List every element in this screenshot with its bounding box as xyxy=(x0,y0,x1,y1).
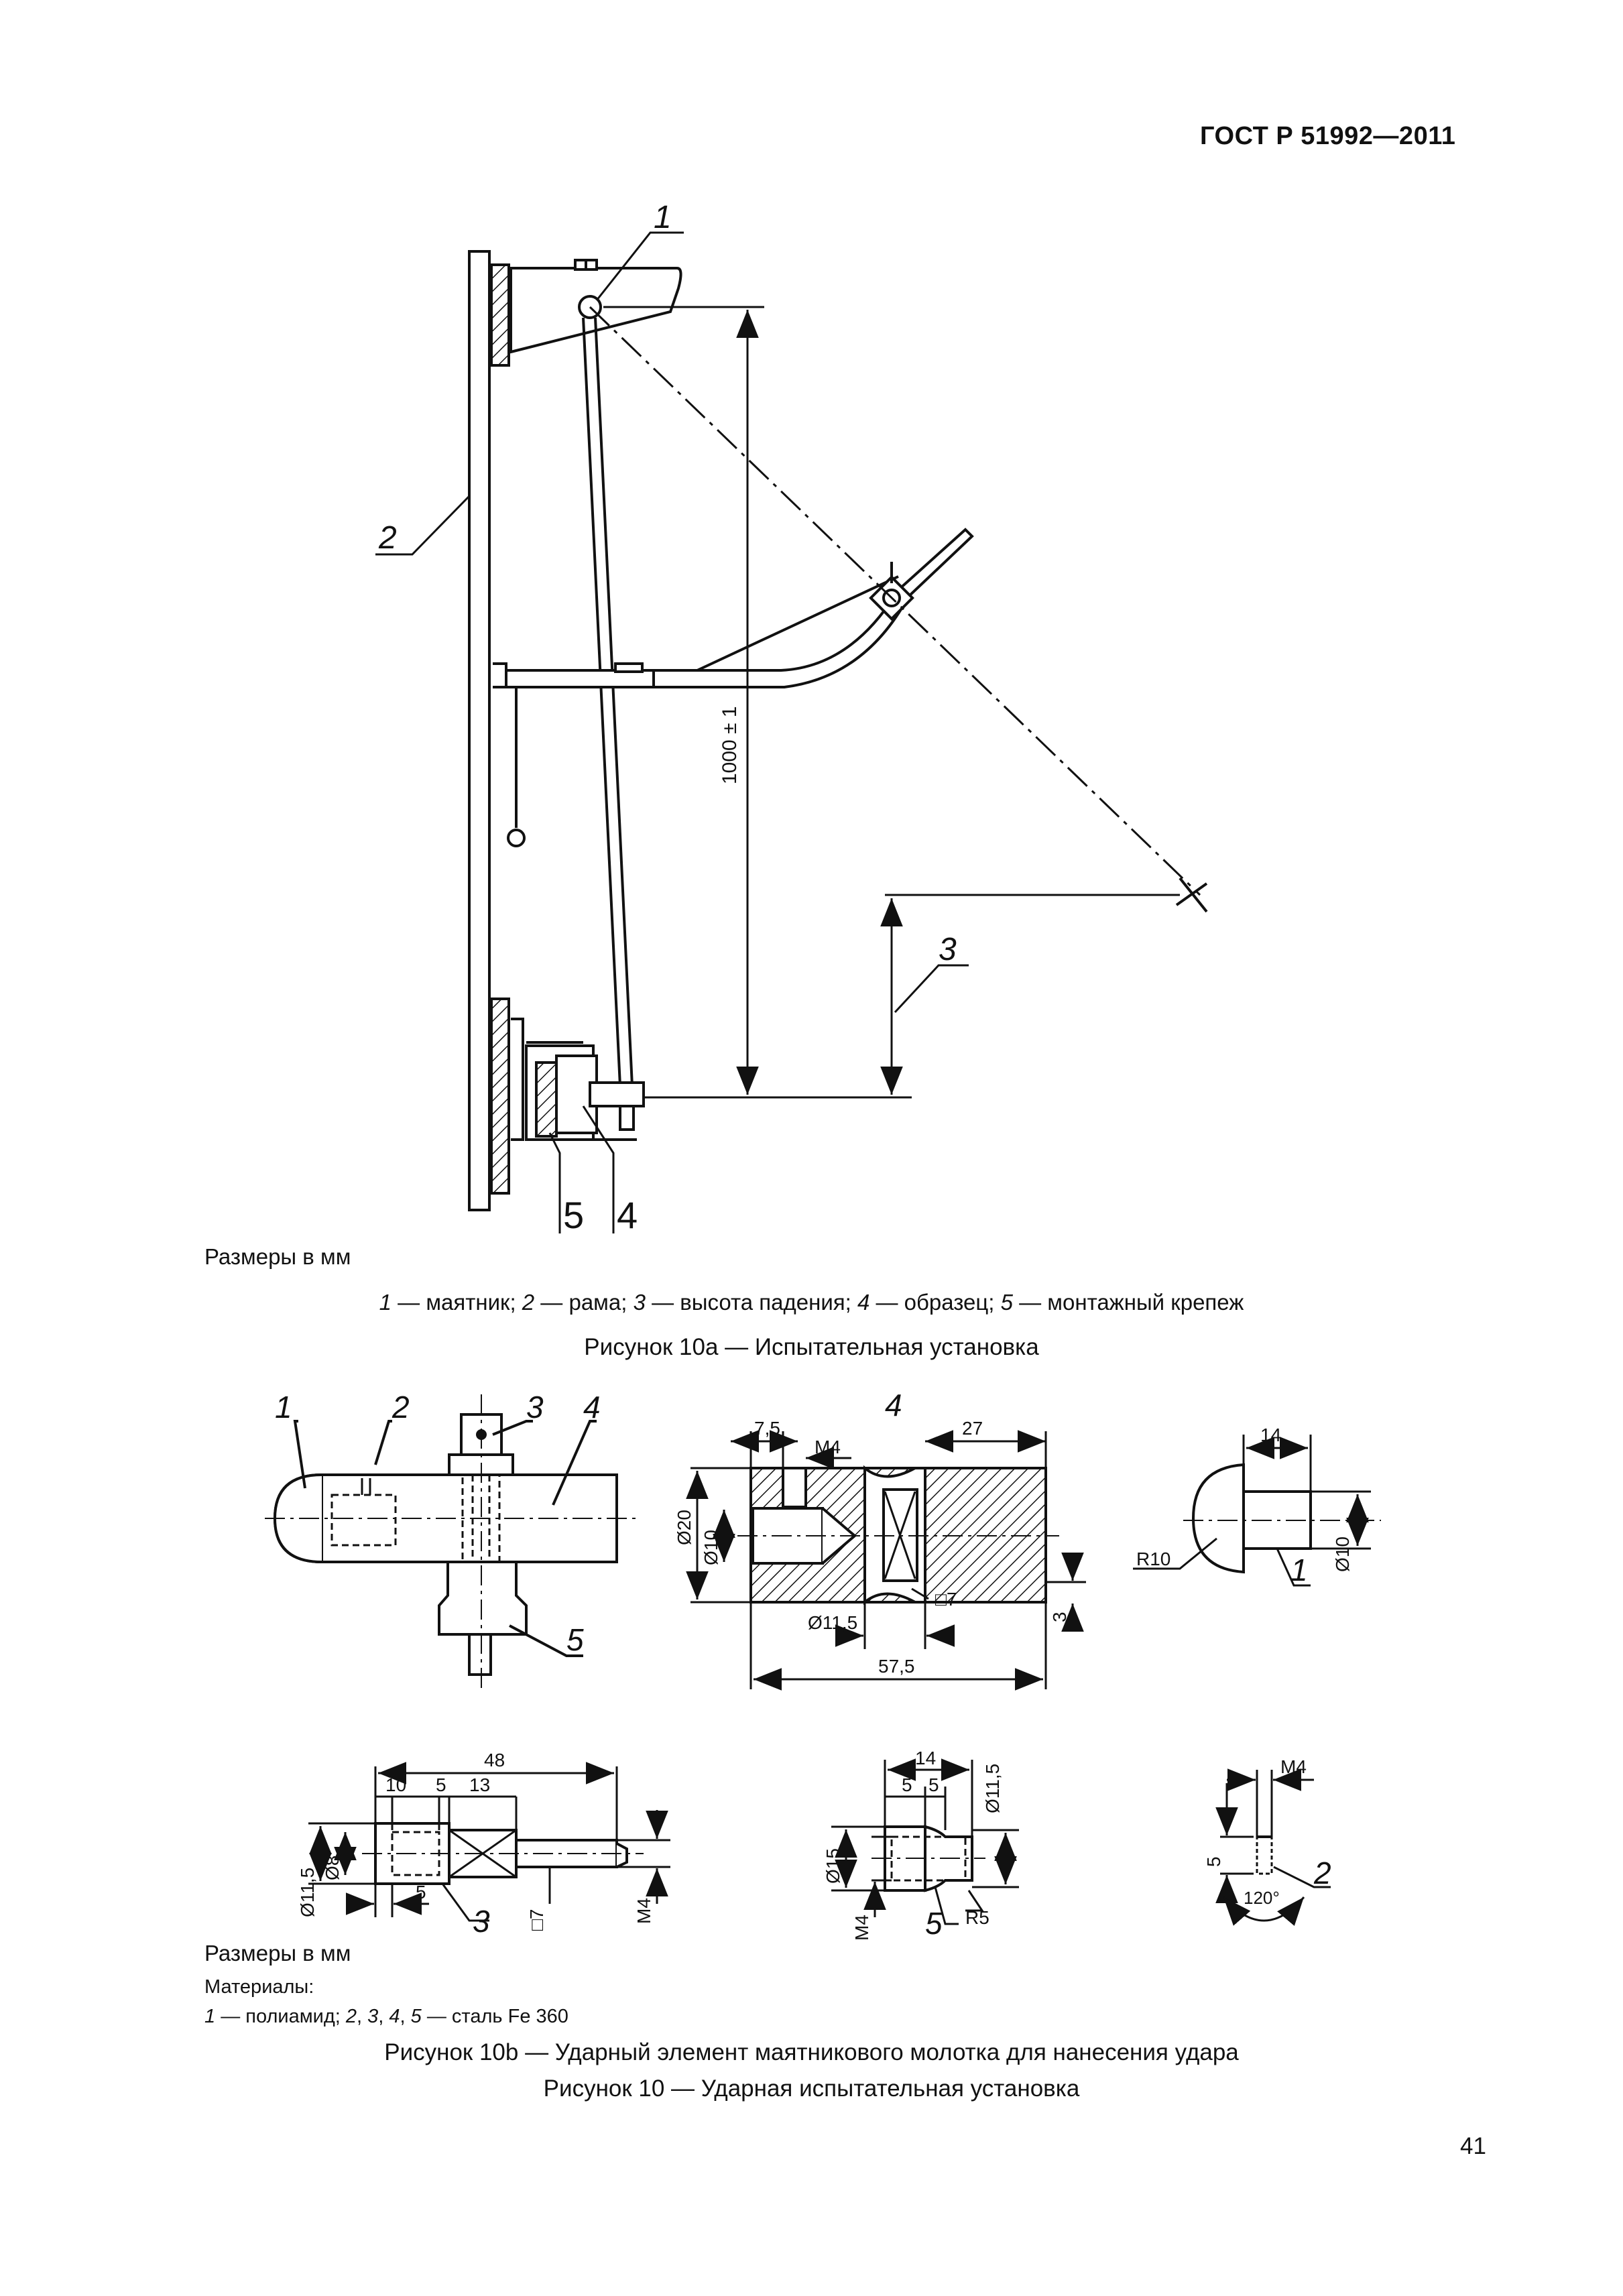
part5-dim-14: 14 xyxy=(915,1748,936,1768)
dimension-drop-height: 1000 ± 1 xyxy=(719,706,741,784)
part4-dim-d10: Ø10 xyxy=(701,1530,721,1565)
part1-dim-r10: R10 xyxy=(1136,1549,1170,1569)
part5-dim-5a: 5 xyxy=(902,1774,912,1795)
part4-dim-d11-5: Ø11,5 xyxy=(808,1612,857,1633)
callout-2: 2 xyxy=(378,520,397,556)
materials-title: Материалы: xyxy=(204,1976,314,1998)
part4-dim-57-5: 57,5 xyxy=(878,1656,915,1677)
figure-10b-drawings: 1 2 3 4 5 4 7,5 M4 27 Ø20 Ø10 □7 3 Ø11,5… xyxy=(265,1388,1381,1941)
part5-callout: 5 xyxy=(925,1906,943,1941)
standard-designation: ГОСТ Р 51992—2011 xyxy=(1200,122,1456,150)
part3-dim-13: 13 xyxy=(469,1774,490,1795)
caption-10: Рисунок 10 — Ударная испытательная устан… xyxy=(543,2075,1080,2102)
part5-dim-d11-5: Ø11,5 xyxy=(982,1764,1003,1813)
part5-dim-d15: Ø15 xyxy=(823,1848,843,1884)
page-number: 41 xyxy=(1460,2133,1486,2159)
materials-list: 1 — полиамид; 2, 3, 4, 5 — сталь Fe 360 xyxy=(204,2006,568,2027)
units-note-10b: Размеры в мм xyxy=(204,1941,351,1966)
part3-dim-m4: M4 xyxy=(634,1898,654,1924)
part1-dim-14: 14 xyxy=(1260,1425,1281,1445)
assembly-callout-2: 2 xyxy=(392,1390,410,1425)
part4-dim-7-5: 7,5 xyxy=(754,1418,780,1439)
assembly-callout-4: 4 xyxy=(583,1390,601,1425)
units-note-10a: Размеры в мм xyxy=(204,1244,351,1269)
frame-plate xyxy=(468,250,491,1211)
part4-dim-m4: M4 xyxy=(815,1437,841,1457)
assembly-callout-3: 3 xyxy=(526,1390,544,1425)
part1-callout: 1 xyxy=(1290,1553,1308,1587)
part3-dim-d8: Ø8 xyxy=(322,1856,343,1880)
callout-1: 1 xyxy=(654,200,672,235)
part2-dim-5: 5 xyxy=(1203,1856,1224,1867)
callout-5: 5 xyxy=(563,1194,584,1236)
callout-4: 4 xyxy=(617,1194,638,1236)
callout-3: 3 xyxy=(939,932,957,967)
part3-dim-d11-5: Ø11,5 xyxy=(297,1868,318,1917)
part2-dim-120deg: 120° xyxy=(1244,1888,1280,1908)
legend-10a: 1 — маятник; 2 — рама; 3 — высота падени… xyxy=(379,1290,1244,1315)
part5-dim-m4: M4 xyxy=(851,1915,872,1941)
part3-dim-5b: 5 xyxy=(416,1882,426,1902)
part5-dim-r5: R5 xyxy=(965,1907,989,1928)
part3-callout: 3 xyxy=(473,1904,490,1939)
part3-dim-5a: 5 xyxy=(436,1774,446,1795)
part4-dim-27: 27 xyxy=(962,1418,983,1439)
part4-dim-sq7: □7 xyxy=(935,1589,957,1610)
part2-callout: 2 xyxy=(1313,1856,1331,1890)
assembly-callout-1: 1 xyxy=(275,1390,292,1425)
part3-dim-10: 10 xyxy=(385,1774,406,1795)
caption-10a: Рисунок 10а — Испытательная установка xyxy=(584,1334,1039,1360)
assembly-callout-5: 5 xyxy=(566,1622,584,1657)
part4-callout: 4 xyxy=(885,1388,902,1423)
part5-dim-5b: 5 xyxy=(928,1774,939,1795)
figure-10a-drawing: 1 2 3 4 5 1000 ± 1 xyxy=(375,200,1208,1236)
part4-dim-d20: Ø20 xyxy=(674,1510,695,1545)
part4-dim-3: 3 xyxy=(1049,1612,1070,1622)
caption-10b: Рисунок 10b — Ударный элемент маятниково… xyxy=(384,2039,1239,2065)
part2-dim-m4: M4 xyxy=(1280,1756,1307,1777)
part1-dim-d10: Ø10 xyxy=(1332,1536,1353,1572)
part3-dim-48: 48 xyxy=(484,1750,505,1770)
part3-dim-sq7: □7 xyxy=(526,1909,547,1931)
